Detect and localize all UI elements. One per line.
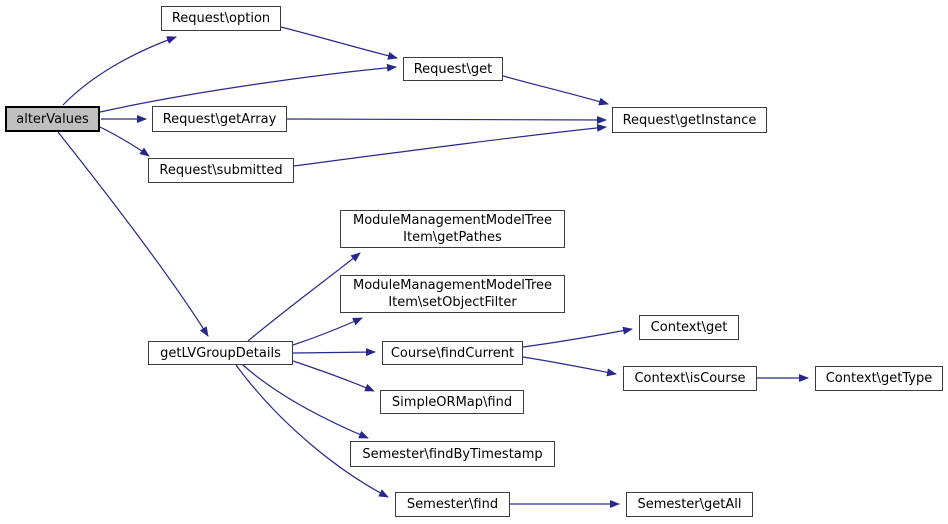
edge-getlvgroupdetails-to-course-findcurrent	[292, 348, 376, 357]
edge-course-findcurrent-to-context-iscourse	[522, 356, 617, 377]
node-semester-getall[interactable]: Semester\getAll	[626, 492, 753, 517]
edge-request-get-to-request-getinstance	[502, 75, 609, 106]
node-course-findcurrent[interactable]: Course\findCurrent	[382, 341, 523, 365]
node-simpleormap-find[interactable]: SimpleORMap\find	[380, 390, 524, 414]
node-getlvgroupdetails[interactable]: getLVGroupDetails	[148, 341, 293, 365]
edge-course-findcurrent-to-context-get	[522, 326, 633, 348]
edge-getlvgroupdetails-to-mmtree-getpathes	[247, 252, 361, 342]
node-request-getarray[interactable]: Request\getArray	[152, 106, 287, 132]
node-request-get[interactable]: Request\get	[403, 57, 503, 81]
edge-altervalues-to-request-submitted	[99, 126, 150, 157]
edge-request-option-to-request-get	[280, 26, 398, 60]
node-semester-find[interactable]: Semester\find	[395, 492, 510, 517]
node-context-gettype[interactable]: Context\getType	[815, 366, 943, 391]
node-semester-findbytimestamp[interactable]: Semester\findByTimestamp	[350, 441, 555, 467]
edge-altervalues-to-getlvgroupdetails	[57, 131, 209, 337]
edge-altervalues-to-request-option	[62, 36, 177, 106]
edge-getlvgroupdetails-to-simpleormap-find	[292, 360, 375, 392]
edge-getlvgroupdetails-to-semester-findbytimestamp	[242, 364, 369, 439]
node-request-submitted[interactable]: Request\submitted	[148, 158, 294, 183]
edge-request-getarray-to-request-getinstance	[286, 115, 607, 124]
node-request-getinstance[interactable]: Request\getInstance	[612, 107, 767, 133]
node-request-option[interactable]: Request\option	[161, 6, 281, 31]
node-context-iscourse[interactable]: Context\isCourse	[623, 366, 757, 391]
edge-request-submitted-to-request-getinstance	[293, 123, 607, 167]
node-altervalues: alterValues	[5, 106, 100, 132]
node-mmtree-setobjectfilter[interactable]: ModuleManagementModelTree Item\setObject…	[340, 275, 565, 313]
edge-getlvgroupdetails-to-semester-find	[235, 364, 389, 498]
edge-getlvgroupdetails-to-mmtree-setobjectfilter	[292, 317, 363, 346]
edge-altervalues-to-request-get	[99, 63, 397, 113]
node-context-get[interactable]: Context\get	[639, 315, 739, 340]
node-mmtree-getpathes[interactable]: ModuleManagementModelTree Item\getPathes	[340, 210, 565, 248]
